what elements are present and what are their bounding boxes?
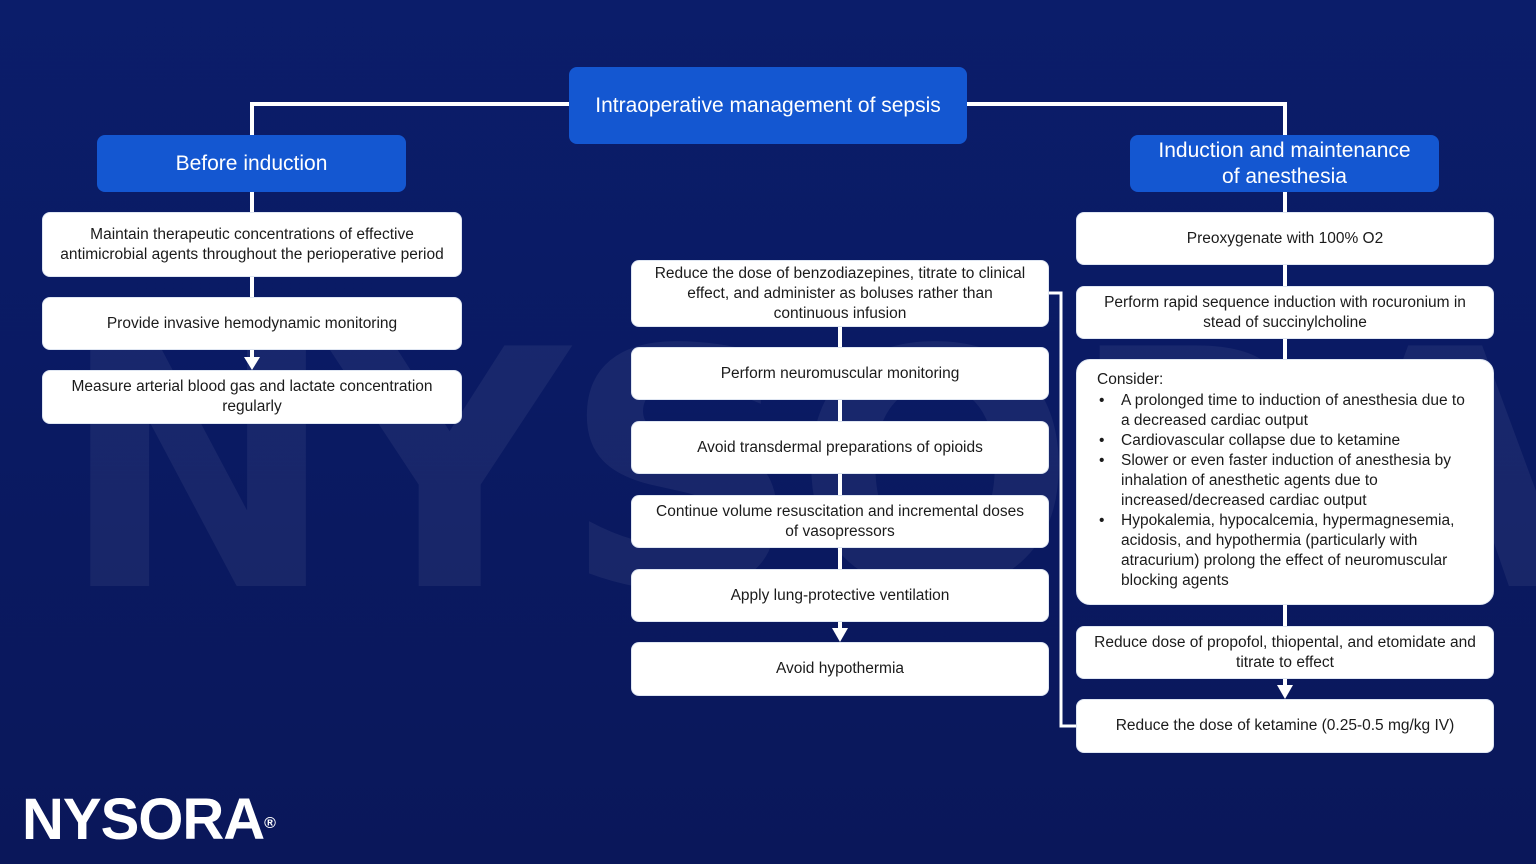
right-item-3-text: Reduce dose of propofol, thiopental, and… — [1094, 633, 1476, 671]
right-item-4: Reduce the dose of ketamine (0.25-0.5 mg… — [1076, 699, 1494, 753]
registered-mark: ® — [264, 815, 276, 832]
connector-title-to-left — [250, 102, 570, 136]
left-item-2: Provide invasive hemodynamic monitoring — [42, 297, 462, 350]
middle-item-1-text: Reduce the dose of benzodiazepines, titr… — [654, 264, 1026, 322]
consider-bullet-1: A prolonged time to induction of anesthe… — [1097, 391, 1473, 431]
arrowhead-mid — [832, 628, 848, 642]
title-text: Intraoperative management of sepsis — [595, 93, 941, 117]
nysora-logo: NYSORA® — [22, 787, 276, 852]
right-item-1-text: Preoxygenate with 100% O2 — [1186, 229, 1384, 247]
right-item-2-text: Perform rapid sequence induction with ro… — [1104, 293, 1466, 331]
middle-item-6: Avoid hypothermia — [631, 642, 1049, 696]
consider-bullet-4: Hypokalemia, hypocalcemia, hypermagnesem… — [1097, 511, 1473, 591]
right-item-3: Reduce dose of propofol, thiopental, and… — [1076, 626, 1494, 679]
right-header: Induction and maintenance of anesthesia — [1130, 135, 1439, 192]
left-header-text: Before induction — [175, 151, 328, 175]
title-box: Intraoperative management of sepsis — [569, 67, 967, 144]
left-item-2-text: Provide invasive hemodynamic monitoring — [106, 314, 398, 332]
left-item-1-text: Maintain therapeutic concentrations of e… — [60, 225, 444, 263]
consider-list: A prolonged time to induction of anesthe… — [1097, 391, 1473, 591]
middle-item-5-text: Apply lung-protective ventilation — [730, 586, 950, 604]
middle-item-4-text: Continue volume resuscitation and increm… — [656, 502, 1024, 540]
left-item-3: Measure arterial blood gas and lactate c… — [42, 370, 462, 424]
logo-text: NYSORA — [22, 787, 265, 852]
consider-bullet-2: Cardiovascular collapse due to ketamine — [1097, 431, 1473, 451]
consider-box: Consider: A prolonged time to induction … — [1076, 359, 1494, 605]
middle-item-2-text: Perform neuromuscular monitoring — [720, 364, 960, 382]
consider-bullet-3: Slower or even faster induction of anest… — [1097, 451, 1473, 511]
right-item-1: Preoxygenate with 100% O2 — [1076, 212, 1494, 265]
middle-item-6-text: Avoid hypothermia — [775, 660, 905, 677]
arrowhead-left — [244, 357, 260, 370]
connector-mid-to-ketamine — [1049, 291, 1076, 728]
middle-item-1: Reduce the dose of benzodiazepines, titr… — [631, 260, 1049, 327]
middle-item-2: Perform neuromuscular monitoring — [631, 347, 1049, 400]
connector-title-to-right — [966, 102, 1287, 136]
left-item-3-text: Measure arterial blood gas and lactate c… — [71, 378, 433, 415]
right-item-2: Perform rapid sequence induction with ro… — [1076, 286, 1494, 339]
middle-item-3: Avoid transdermal preparations of opioid… — [631, 421, 1049, 474]
consider-title: Consider: — [1097, 371, 1164, 388]
middle-item-5: Apply lung-protective ventilation — [631, 569, 1049, 622]
middle-item-4: Continue volume resuscitation and increm… — [631, 495, 1049, 548]
arrowhead-right — [1277, 685, 1293, 699]
left-item-1: Maintain therapeutic concentrations of e… — [42, 212, 462, 277]
right-item-4-text: Reduce the dose of ketamine (0.25-0.5 mg… — [1115, 717, 1455, 734]
left-header: Before induction — [97, 135, 406, 192]
middle-item-3-text: Avoid transdermal preparations of opioid… — [697, 438, 983, 456]
right-header-text: Induction and maintenance of anesthesia — [1158, 138, 1411, 188]
